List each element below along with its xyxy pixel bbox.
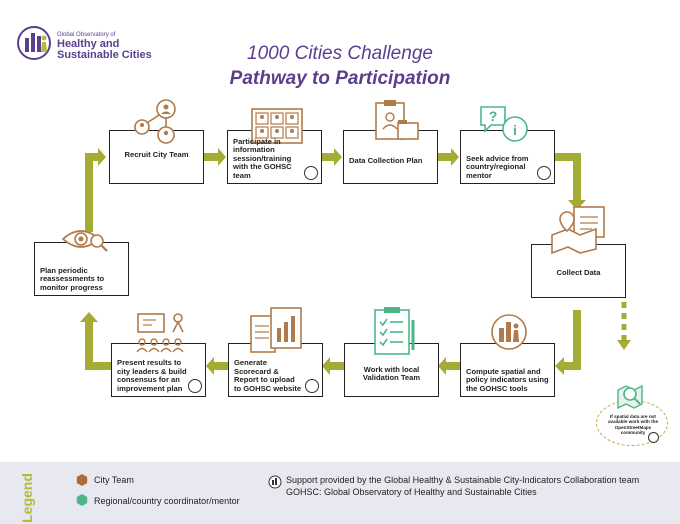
arrow-dataplan-advice	[437, 148, 459, 166]
step-label: Generate Scorecard & Report to upload to…	[234, 358, 302, 393]
city-team-hexagon-icon	[76, 474, 88, 486]
legend-coordinator: Regional/country coordinator/mentor	[94, 496, 240, 506]
legend-support: Support provided by the Global Healthy &…	[286, 474, 639, 498]
step-validation: Work with local Validation Team	[344, 307, 439, 397]
step-label: Recruit City Team	[124, 150, 189, 159]
step-label: Work with local Validation Team	[362, 365, 421, 383]
gohsc-support-badge-icon	[188, 379, 202, 393]
gohsc-support-badge-icon	[268, 475, 282, 489]
arrow-participate-dataplan	[320, 148, 342, 166]
step-label: Seek advice from country/regional mentor	[466, 154, 529, 180]
step-label: Participate in information session/train…	[233, 136, 292, 180]
step-present: Present results to city leaders & build …	[111, 313, 206, 397]
arrow-present-reassess	[80, 312, 112, 370]
presentation-audience-icon	[136, 313, 184, 353]
legend-title: Legend	[14, 470, 35, 524]
arrow-advice-collect	[554, 153, 586, 210]
dashed-arrow-osm	[617, 302, 631, 350]
logo-line2: Sustainable Cities	[57, 49, 152, 61]
arrow-scorecard-present	[206, 357, 228, 375]
arrow-validation-scorecard	[322, 357, 344, 375]
step-label: Data Collection Plan	[349, 156, 423, 165]
gohsc-support-badge-icon	[537, 166, 551, 180]
legend-gohsc-line: GOHSC: Global Observatory of Healthy and…	[286, 487, 537, 497]
eye-magnifier-icon	[61, 230, 108, 252]
step-data-plan: Data Collection Plan	[343, 100, 438, 184]
logo-name: Healthy and Sustainable Cities	[57, 39, 152, 61]
osm-note-text: If spatial data are not available work w…	[607, 414, 659, 436]
arrow-compute-validation	[438, 357, 460, 375]
legend-panel: Legend City Team Regional/country coordi…	[0, 462, 680, 524]
step-advice: ? i Seek advice from country/regional me…	[460, 106, 555, 184]
gohsc-logo-icon	[17, 26, 51, 60]
logo-small-text: Global Observatory of	[57, 32, 116, 38]
arrow-recruit-participate	[204, 148, 226, 166]
arrow-collect-compute	[555, 310, 581, 375]
gohsc-logo: Global Observatory of Healthy and Sustai…	[16, 24, 156, 64]
gohsc-support-badge-icon	[305, 379, 319, 393]
legend-support-line: Support provided by the Global Healthy &…	[286, 475, 640, 485]
checklist-icon	[374, 307, 415, 355]
coordinator-hexagon-icon	[76, 494, 88, 506]
legend-city-team: City Team	[94, 475, 134, 485]
video-meeting-icon	[251, 108, 303, 144]
report-chart-icon	[250, 307, 302, 353]
map-search-icon	[617, 384, 643, 410]
step-collect: Collect Data	[531, 206, 626, 298]
gohsc-support-badge-icon	[304, 166, 318, 180]
gohsc-support-badge-icon	[648, 432, 659, 443]
city-people-icon	[491, 314, 527, 350]
step-scorecard: Generate Scorecard & Report to upload to…	[228, 307, 323, 397]
step-reassess: Plan periodic reassessments to monitor p…	[34, 230, 129, 296]
step-label: Present results to city leaders & build …	[117, 358, 187, 393]
step-participate: Participate in information session/train…	[227, 108, 322, 184]
arrow-reassess-recruit	[85, 148, 106, 232]
clipboard-person-icon	[375, 100, 419, 140]
step-compute: Compute spatial and policy indicators us…	[460, 314, 555, 397]
step-label: Compute spatial and policy indicators us…	[466, 366, 549, 393]
step-label: Collect Data	[556, 268, 601, 277]
question-info-bubbles-icon: ? i	[480, 106, 528, 142]
step-recruit: Recruit City Team	[109, 99, 204, 184]
network-people-icon	[134, 99, 176, 144]
svg-text:?: ?	[489, 108, 498, 124]
logo-line1: Healthy and	[57, 38, 120, 50]
svg-text:i: i	[513, 122, 517, 138]
legend-title-text: Legend	[18, 473, 35, 523]
map-document-icon	[551, 206, 605, 255]
title-line2: Pathway to Participation	[229, 68, 451, 89]
step-label: Plan periodic reassessments to monitor p…	[40, 265, 105, 292]
title-line1: 1000 Cities Challenge	[247, 43, 433, 64]
